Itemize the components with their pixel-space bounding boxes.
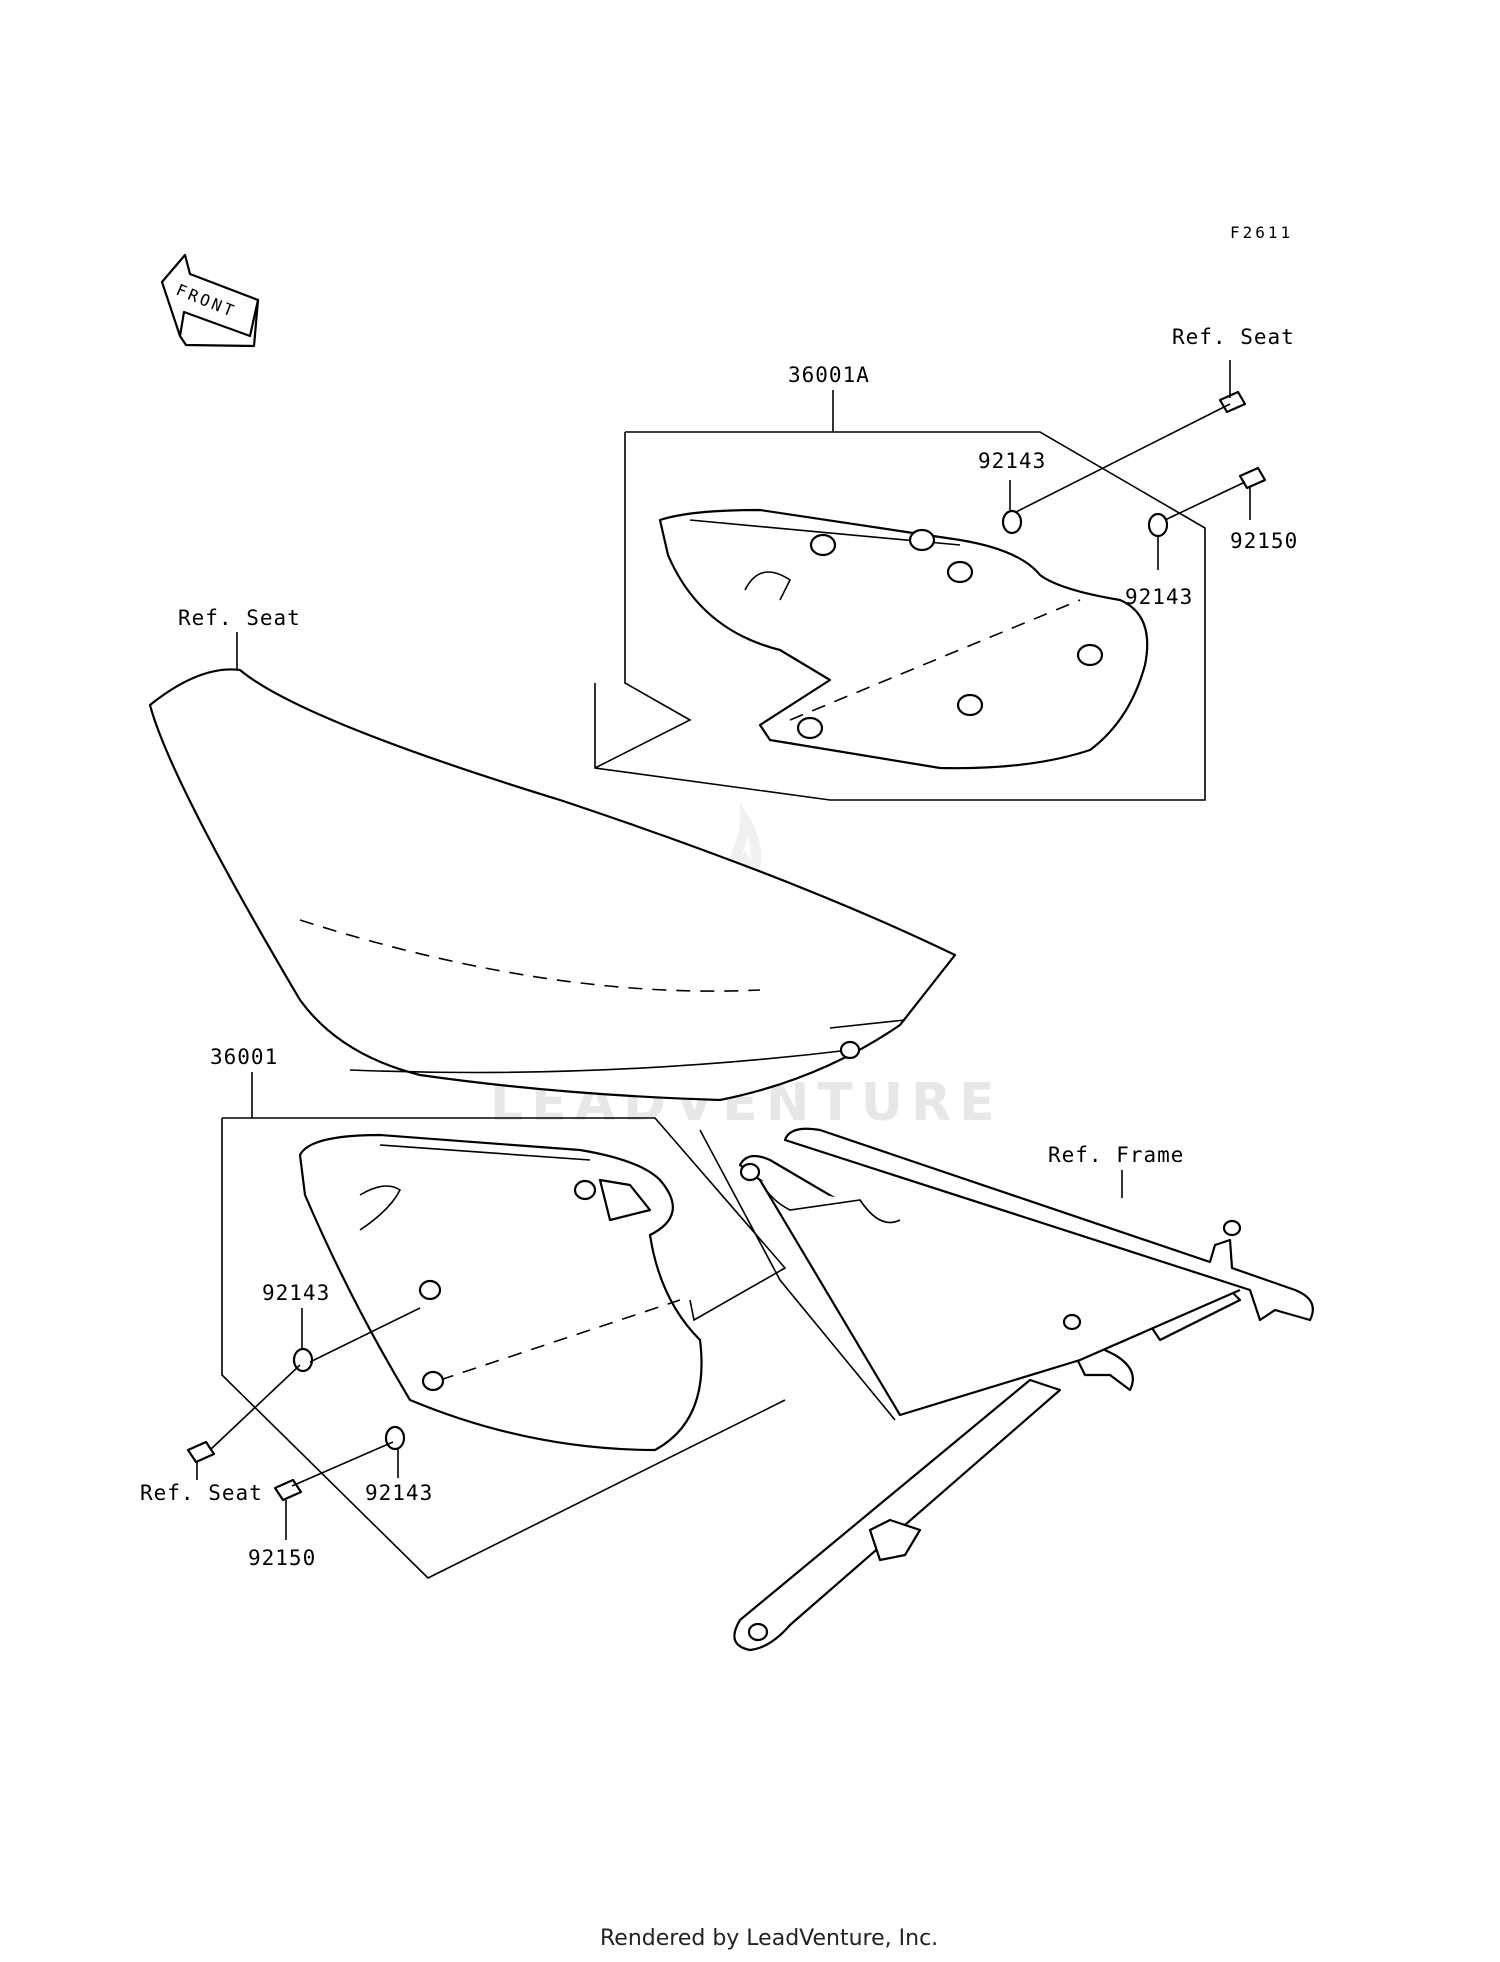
label-ref-frame: Ref. Frame: [1048, 1143, 1184, 1167]
label-92143-bottom-a: 92143: [262, 1281, 330, 1305]
side-cover-right: [658, 508, 1149, 770]
washer-icon: [1147, 512, 1169, 538]
label-92150-top: 92150: [1230, 529, 1298, 553]
front-arrow-icon: FRONT: [160, 253, 260, 348]
label-ref-seat-bottom: Ref. Seat: [140, 1481, 263, 1505]
label-ref-seat-top: Ref. Seat: [1172, 325, 1295, 349]
washer-icon: [1001, 509, 1023, 535]
bolt-icon: [1164, 466, 1267, 521]
footer-credit: Rendered by LeadVenture, Inc.: [600, 1926, 938, 1951]
bolt-icon: [186, 1364, 301, 1480]
label-ref-seat-left: Ref. Seat: [178, 606, 301, 630]
label-92143-top-b: 92143: [1125, 585, 1193, 609]
label-36001: 36001: [210, 1045, 278, 1069]
label-92143-top-a: 92143: [978, 449, 1046, 473]
washer-icon: [384, 1425, 406, 1451]
bolt-icon: [1009, 360, 1247, 516]
label-92143-bottom-b: 92143: [365, 1481, 433, 1505]
callout-box-36001: [221, 1117, 787, 1579]
seat: [148, 668, 957, 1102]
bolt-icon: [273, 1441, 394, 1540]
figure-code: F2611: [1230, 223, 1293, 242]
label-36001A: 36001A: [788, 363, 870, 387]
label-92150-bottom: 92150: [248, 1546, 316, 1570]
rear-frame: [699, 1127, 1314, 1652]
side-cover-left: [298, 1133, 703, 1452]
